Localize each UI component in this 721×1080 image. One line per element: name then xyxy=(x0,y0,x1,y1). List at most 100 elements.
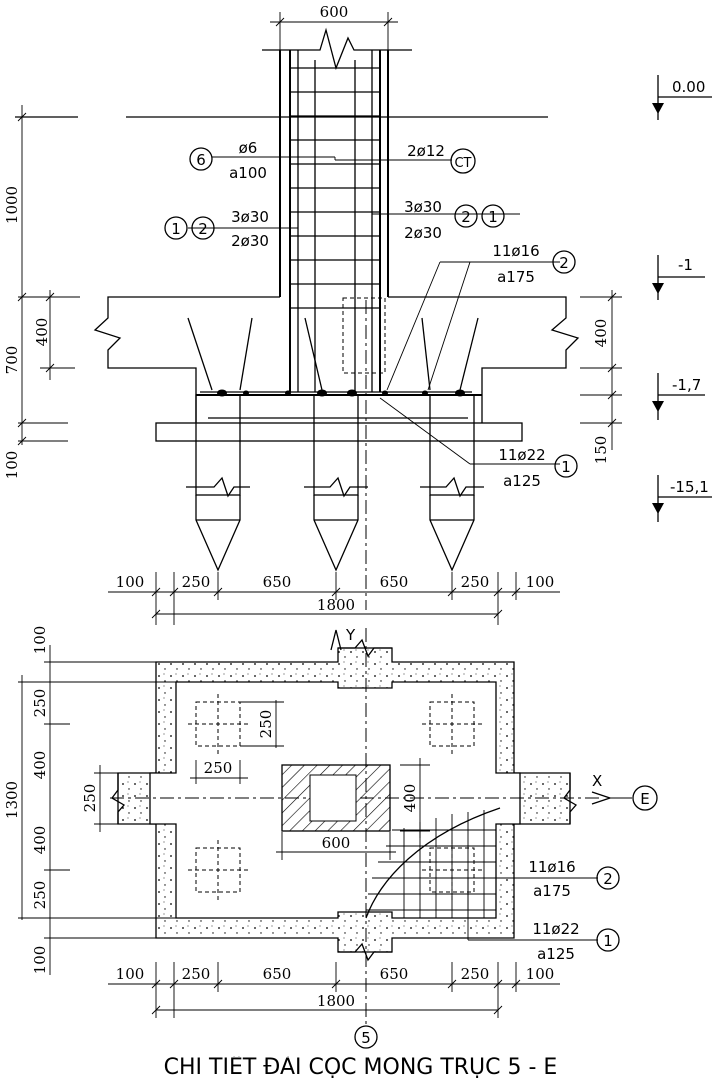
column-main-bars: 2ø12 xyxy=(407,142,445,160)
grid-row-label: E xyxy=(640,790,649,808)
plan-column-section xyxy=(281,764,391,832)
level-minus-1-7: -1,7 xyxy=(652,373,705,420)
mark-circle-6 xyxy=(189,147,213,171)
mark-circle-bottom-mesh xyxy=(554,454,578,478)
column-depth-dim: 400 xyxy=(401,784,419,813)
column-dim: 600 xyxy=(322,834,351,852)
plan-bottom-dim-5: 250 xyxy=(461,965,490,983)
level-minus-1-label: -1 xyxy=(678,256,693,274)
top-mesh-bars: 11ø16 xyxy=(492,242,539,260)
plan-top-mesh-mark: 2 xyxy=(603,870,613,888)
rebar-callouts: 6 ø6 a100 2ø12 CT 1 2 3ø30 2ø30 3ø30 2ø3… xyxy=(164,139,578,490)
plan-left-dim-8: 100 xyxy=(31,946,49,975)
left-dim-400: 400 xyxy=(33,318,51,347)
plan-bottom-dim-6: 100 xyxy=(526,965,555,983)
grid-bubble-5 xyxy=(354,1025,378,1049)
stirrup-dia: ø6 xyxy=(239,139,258,157)
right-bars-bottom: 2ø30 xyxy=(404,224,442,242)
right-mark-a: 2 xyxy=(461,208,471,226)
bottom-dim-2: 250 xyxy=(182,573,211,591)
top-mesh-spacing: a175 xyxy=(497,268,535,286)
plan-bottom-mesh-spacing: a125 xyxy=(537,945,575,963)
mark-circle-left-b xyxy=(191,216,215,240)
right-dim-400: 400 xyxy=(592,319,610,348)
plan-left-dim-1: 100 xyxy=(31,626,49,655)
bottom-mesh-mark: 1 xyxy=(561,458,571,476)
right-dim-150: 150 xyxy=(592,436,610,465)
plan-bottom-dim-2: 250 xyxy=(182,965,211,983)
bottom-dim-1: 100 xyxy=(116,573,145,591)
level-minus-15-1-label: -15,1 xyxy=(670,478,709,496)
plan-view: Y X E 5 xyxy=(3,626,658,1049)
plan-mark-circle-bottom xyxy=(596,928,620,952)
level-0: 0.00 xyxy=(652,75,712,120)
left-dim-1000: 1000 xyxy=(3,186,21,224)
left-mark-a: 1 xyxy=(171,220,181,238)
plan-rebar-cutaway xyxy=(365,807,598,941)
elevation-right-dimensions: 400 150 xyxy=(580,290,622,464)
bottom-dim-6: 100 xyxy=(526,573,555,591)
plan-pile-top-left xyxy=(188,694,248,754)
elevation-view: 600 xyxy=(3,3,712,625)
plan-bottom-dimensions: 100 250 650 650 250 100 1800 xyxy=(108,962,560,1018)
plan-bottom-dim-4: 650 xyxy=(380,965,409,983)
pile-right xyxy=(420,394,484,572)
left-dim-100: 100 xyxy=(3,451,21,480)
mark-circle-top-mesh xyxy=(552,250,576,274)
y-axis-arrow xyxy=(330,629,342,651)
elevation-left-dimensions: 1000 400 700 100 xyxy=(3,105,80,479)
level-minus-15-1: -15,1 xyxy=(652,475,712,522)
plan-left-dim-7: 250 xyxy=(31,881,49,910)
stirrup-spacing: a100 xyxy=(229,164,267,182)
plan-pile-bottom-left xyxy=(188,840,248,900)
plan-piles xyxy=(188,694,482,900)
plan-bottom-mesh-mark: 1 xyxy=(603,932,613,950)
plan-bottom-dim-1: 100 xyxy=(116,965,145,983)
plan-left-dim-4: 400 xyxy=(31,751,49,780)
column-width-label: 600 xyxy=(320,3,349,21)
grid-col-label: 5 xyxy=(361,1029,371,1047)
plan-left-dim-5: 250 xyxy=(81,784,99,813)
bottom-dim-4: 650 xyxy=(380,573,409,591)
level-markers: 0.00 -1 -1,7 -15,1 xyxy=(652,75,712,522)
total-dim: 1800 xyxy=(317,596,355,614)
stirrup-mark: 6 xyxy=(196,151,206,169)
elevation-bottom-dimensions: 100 250 650 650 250 100 1800 xyxy=(108,572,560,625)
plan-bottom-dim-3: 650 xyxy=(263,965,292,983)
axis-y-label: Y xyxy=(345,626,356,644)
plan-total-dim: 1800 xyxy=(317,992,355,1010)
level-minus-1-7-label: -1,7 xyxy=(672,376,701,394)
column-outline xyxy=(262,27,412,392)
mark-circle-right-a xyxy=(454,204,478,228)
drawing-caption: CHI TIẾT ĐÀI CỌC MÓNG TRỤC 5 - E xyxy=(163,1056,558,1080)
left-bars-bottom: 2ø30 xyxy=(231,232,269,250)
plan-left-dim-3: 1300 xyxy=(3,781,21,819)
plan-inner-dimensions: 250 250 600 400 xyxy=(190,700,430,860)
leader-lines xyxy=(188,156,560,465)
column-stirrups xyxy=(290,67,380,309)
plan-top-mesh-bars: 11ø16 xyxy=(528,858,575,876)
plan-top-mesh-spacing: a175 xyxy=(533,882,571,900)
tie-beams xyxy=(93,296,580,395)
plan-left-dim-6: 400 xyxy=(31,826,49,855)
mark-circle-left-a xyxy=(164,216,188,240)
level-minus-1: -1 xyxy=(652,255,705,300)
pile-center xyxy=(304,394,368,572)
axis-x-label: X xyxy=(592,772,602,790)
plan-left-dim-2: 250 xyxy=(31,689,49,718)
bottom-mesh-spacing: a125 xyxy=(503,472,541,490)
pile-width-dim: 250 xyxy=(204,759,233,777)
level-0-label: 0.00 xyxy=(672,78,705,96)
bottom-mesh-bars: 11ø22 xyxy=(498,446,545,464)
left-dim-700: 700 xyxy=(3,346,21,375)
mark-circle-ct xyxy=(450,148,476,174)
pile-dim: 250 xyxy=(257,710,275,739)
right-mark-b: 1 xyxy=(488,208,498,226)
piles xyxy=(186,394,484,572)
plan-pile-top-right xyxy=(422,694,482,754)
mark-circle-right-b xyxy=(481,204,505,228)
plan-left-dimensions: 100 250 1300 400 250 400 250 100 xyxy=(3,626,176,975)
pile-cap xyxy=(155,297,523,442)
right-bars-top: 3ø30 xyxy=(404,198,442,216)
